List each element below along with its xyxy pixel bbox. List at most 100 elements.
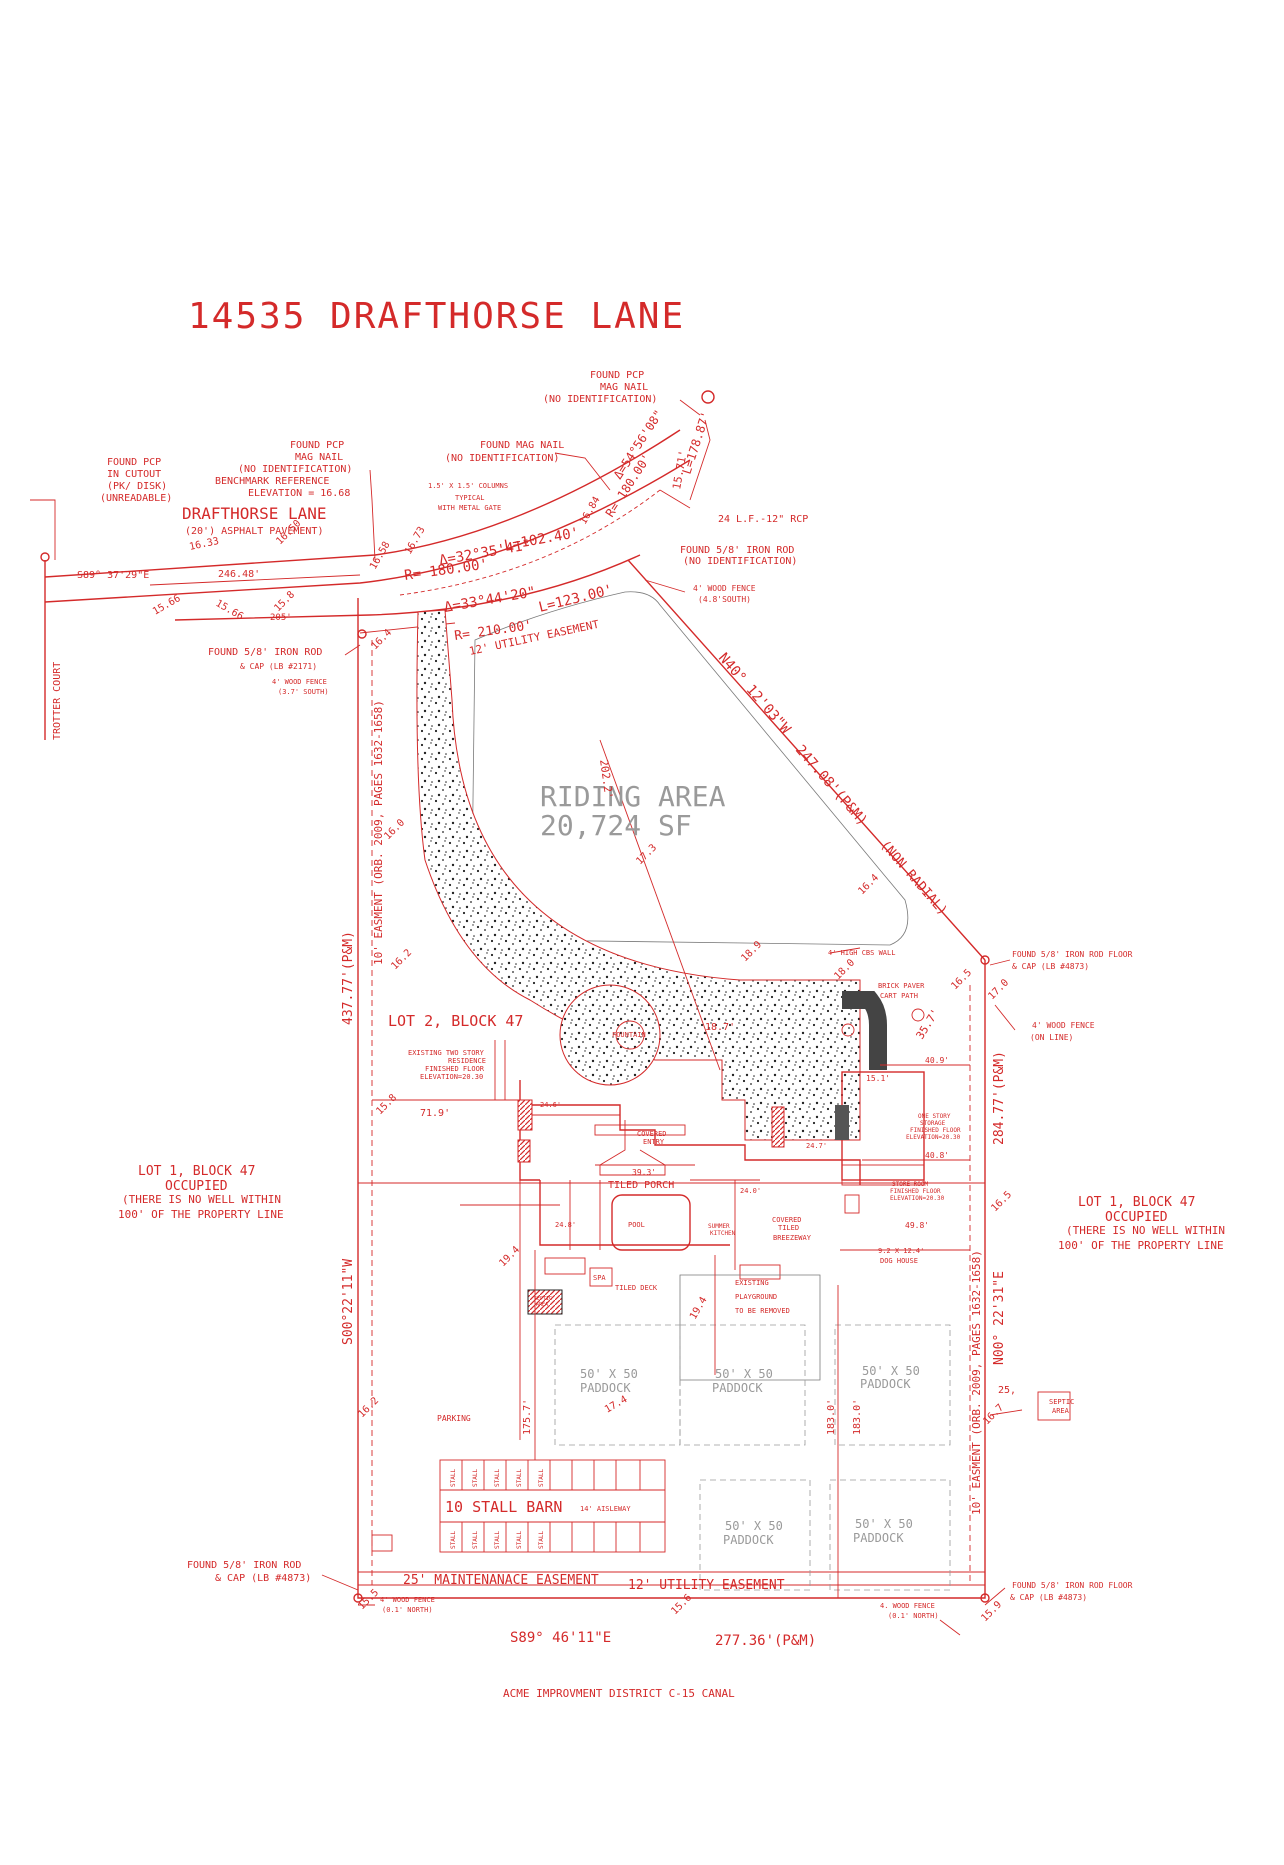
iron-rod-sw-pin — [353, 1593, 363, 1603]
note-pcp-top-1: FOUND PCP — [590, 370, 644, 381]
note-iron-e-2: & CAP (LB #4873) — [1012, 962, 1089, 971]
elev-16-5-b: 16.5 — [989, 1189, 1014, 1214]
dog-house-1: 9.2 X 12.4' — [878, 1247, 924, 1255]
lot-east-1: LOT 1, BLOCK 47 — [1078, 1195, 1195, 1210]
fountain-label: FOUNTAIN — [612, 1031, 646, 1039]
elev-15-66-a: 15.66 — [151, 593, 183, 618]
septic-small-box — [527, 1289, 563, 1315]
paddock-3 — [834, 1324, 951, 1446]
riding-area-size: 20,724 SF — [540, 809, 692, 842]
gate-hatch — [517, 1139, 531, 1163]
lot-west-3: (THERE IS NO WELL WITHIN — [122, 1193, 281, 1206]
east-easement: 10' EASMENT (ORB. 2009, PAGES 1632-1658) — [970, 1250, 983, 1515]
elev-17-0: 17.0 — [986, 977, 1011, 1002]
parking-label: PARKING — [437, 1414, 471, 1423]
playground-1: EXISTING — [735, 1279, 769, 1287]
drafthorse-lane-road — [30, 390, 715, 740]
elev-15-6: 15.6 — [669, 1592, 694, 1617]
note-fence-se-1: 4. WOOD FENCE — [880, 1602, 935, 1610]
note-pcp-mag-3: (NO IDENTIFICATION) — [238, 464, 352, 475]
ne-note: (NON RADIAL) — [877, 838, 950, 919]
note-fence-sw-2: (0.1' NORTH) — [382, 1606, 433, 1614]
fountain-icon — [615, 1020, 645, 1050]
note-paver-2: CART PATH — [880, 992, 918, 1000]
note-pcp-cutout-3: (PK/ DISK) — [107, 481, 167, 492]
stall-label: STALL — [494, 1469, 501, 1487]
store-room-3: ELEVATION=20.30 — [890, 1195, 945, 1202]
septic-east-1: SEPTIC — [1049, 1398, 1074, 1406]
stall-label: STALL — [538, 1469, 545, 1487]
lot-west-1: LOT 1, BLOCK 47 — [138, 1164, 255, 1179]
breezeway-1: COVERED — [772, 1216, 802, 1224]
residence-2: RESIDENCE — [448, 1057, 486, 1065]
riding-area-outline — [471, 591, 909, 946]
septic-east-box — [1037, 1391, 1071, 1421]
south-length: 277.36'(P&M) — [715, 1633, 816, 1649]
store-room — [841, 1164, 925, 1186]
note-mag-nail-2: (NO IDENTIFICATION) — [445, 453, 559, 464]
dim-39-3: 39.3' — [632, 1168, 656, 1177]
stall-label: STALL — [472, 1531, 479, 1549]
dog-house-2: DOG HOUSE — [880, 1257, 918, 1265]
riding-area-label: RIDING AREA — [540, 780, 726, 813]
leader-lines — [321, 399, 1023, 1636]
paddock-4-size: 50' X 50 — [725, 1519, 783, 1533]
elev-15-8-a: 15.8 — [272, 589, 297, 614]
elev-16-33: 16.33 — [188, 536, 220, 553]
paddock-3-name: PADDOCK — [860, 1377, 911, 1391]
stall-label: STALL — [494, 1531, 501, 1549]
paddock-3-size: 50' X 50 — [862, 1364, 920, 1378]
elev-19-4-a: 19.4 — [497, 1244, 522, 1269]
dim-71-9: 71.9' — [420, 1108, 450, 1119]
elev-16-4: 16.4 — [856, 872, 881, 897]
store-room-2: FINISHED FLOOR — [890, 1188, 941, 1195]
spa-box — [589, 1267, 613, 1287]
east-bearing: N00° 22'31"E — [992, 1271, 1007, 1365]
septic-small-2: AREA — [536, 1302, 548, 1308]
paddock-5-size: 50' X 50 — [855, 1517, 913, 1531]
lot-west-4: 100' OF THE PROPERTY LINE — [118, 1208, 284, 1221]
dimension-lines — [372, 739, 970, 1598]
lot-subject: LOT 2, BLOCK 47 — [388, 1012, 523, 1030]
note-fence-se-2: (0.1' NORTH) — [888, 1612, 939, 1620]
dim-49-8: 49.8' — [905, 1221, 929, 1230]
stall-label: STALL — [516, 1469, 523, 1487]
pool-label: POOL — [628, 1221, 645, 1229]
dim-202-2: 202.2' — [597, 759, 615, 800]
storage-4: ELEVATION=20.30 — [906, 1134, 961, 1141]
shower-enclosure — [544, 1257, 586, 1275]
east-length: 284.77'(P&M) — [992, 1051, 1007, 1145]
dim-25: 25, — [998, 1385, 1016, 1396]
note-pcp-top-3: (NO IDENTIFICATION) — [543, 394, 657, 405]
stall-label: STALL — [516, 1531, 523, 1549]
storage-3: FINISHED FLOOR — [910, 1127, 961, 1134]
street-name: DRAFTHORSE LANE — [182, 504, 327, 523]
west-bearing: S00°22'11"W — [341, 1259, 356, 1345]
covered-entry-1: COVERED — [637, 1130, 667, 1138]
septic-east-2: AREA — [1052, 1407, 1070, 1415]
lot-east-2: OCCUPIED — [1105, 1210, 1168, 1225]
tiled-deck: TILED DECK — [615, 1284, 658, 1292]
note-iron-ne-2: (NO IDENTIFICATION) — [683, 556, 797, 567]
paddock-5-name: PADDOCK — [853, 1531, 904, 1545]
side-street: TROTTER COURT — [52, 662, 63, 740]
note-paver-1: BRICK PAVER — [878, 982, 925, 990]
note-mag-nail-1: FOUND MAG NAIL — [480, 440, 564, 451]
west-length: 437.77'(P&M) — [341, 931, 356, 1025]
stall-label: STALL — [450, 1531, 457, 1549]
tiled-porch: TILED PORCH — [608, 1180, 674, 1191]
note-iron-e-1: FOUND 5/8' IRON ROD FLOOR — [1012, 950, 1133, 959]
paddock-1-name: PADDOCK — [580, 1381, 631, 1395]
column-hatch — [517, 1099, 533, 1131]
stall-label: STALL — [472, 1469, 479, 1487]
dim-35-7: 35.7' — [914, 1007, 943, 1042]
lot-west-2: OCCUPIED — [165, 1179, 228, 1194]
elev-15-9: 15.9 — [979, 1599, 1004, 1624]
note-cbs-wall: 4' HIGH CBS WALL — [828, 949, 895, 957]
brick-paver-path — [842, 991, 887, 1070]
post-icon — [841, 1023, 855, 1037]
paddock-4 — [699, 1479, 811, 1591]
dim-24-6: 24.6' — [540, 1101, 561, 1109]
elev-16-2-a: 16.2 — [389, 947, 414, 972]
